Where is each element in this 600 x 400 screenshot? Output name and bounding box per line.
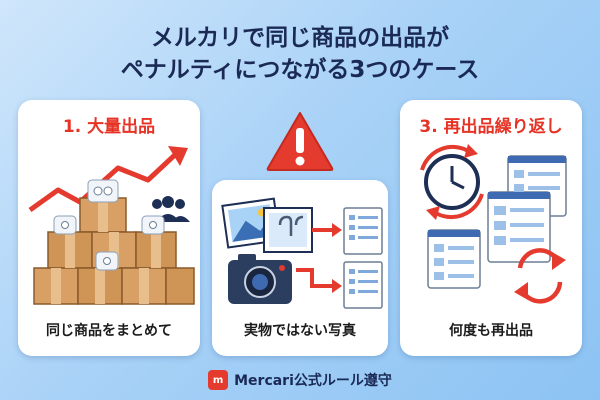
stacked-boxes-icon	[28, 146, 195, 305]
mercari-logo-icon: m	[208, 370, 229, 390]
page-title: メルカリで同じ商品の出品が ペナルティにつながる3つのケース	[0, 22, 600, 86]
card-caption: 同じ商品をまとめて	[46, 323, 172, 339]
case-card-repeated-relisting: 3. 再出品繰り返し	[400, 100, 582, 356]
clock-listings-icon	[420, 144, 567, 304]
card-heading: 1. 大量出品	[62, 117, 156, 137]
warning-icon	[266, 112, 334, 171]
card-caption: 何度も再出品	[449, 323, 533, 339]
title-line-2: ペナルティにつながる3つのケース	[120, 57, 480, 83]
case-card-bulk-listing: 1. 大量出品	[18, 100, 200, 356]
card-heading: 3. 再出品繰り返し	[419, 117, 563, 137]
footer: m Mercari公式ルール遵守	[0, 370, 600, 390]
card-caption: 実物ではない写真	[244, 323, 356, 339]
case-card-non-real-photo: 実物ではない写真	[212, 180, 388, 356]
footer-label: Mercari公式ルール遵守	[234, 373, 392, 389]
title-line-1: メルカリで同じ商品の出品が	[150, 25, 450, 51]
photo-camera-icon	[221, 197, 383, 309]
